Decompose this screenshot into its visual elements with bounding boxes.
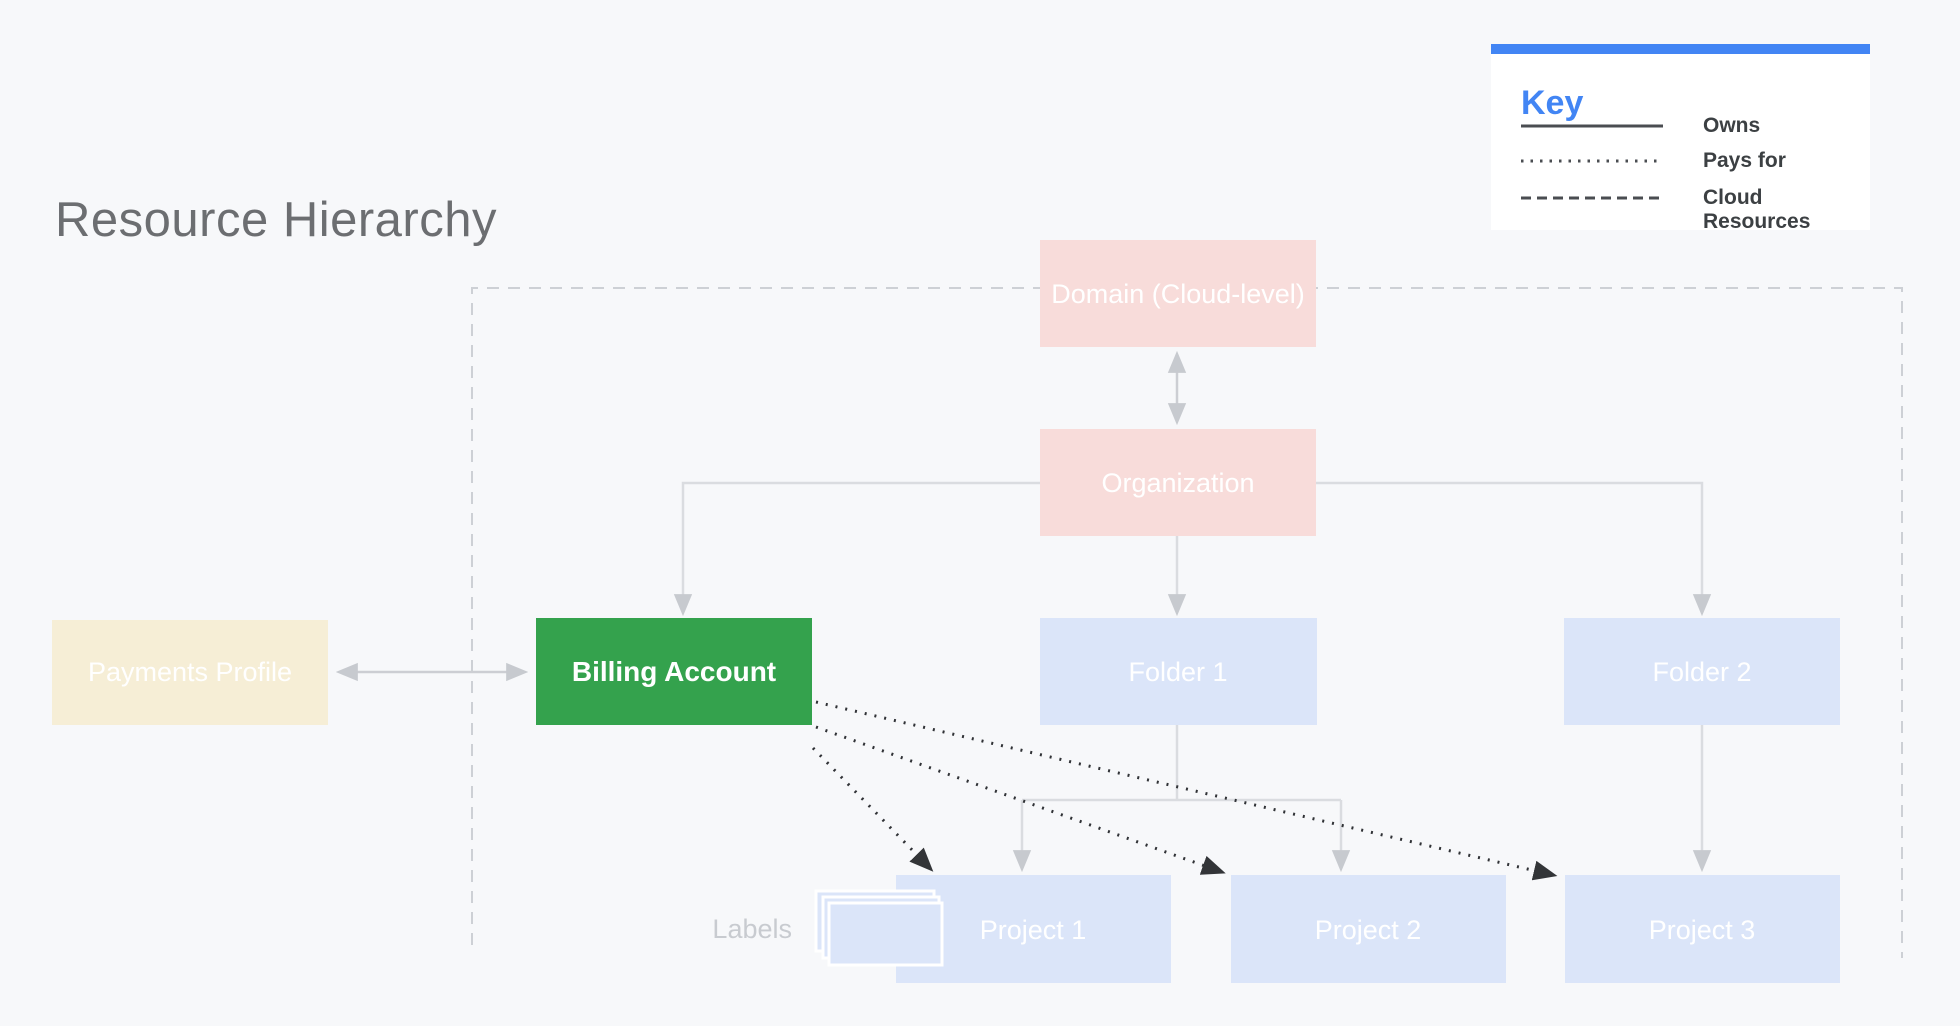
legend-label-cloud-resources: Cloud Resources	[1703, 186, 1811, 233]
node-billing-account-label: Billing Account	[572, 656, 776, 687]
edge-billing-pays-for-project-1	[811, 746, 934, 872]
legend-label-pays-for: Pays for	[1703, 149, 1786, 172]
legend-accent-bar	[1491, 44, 1870, 54]
node-folder-1-label: Folder 1	[1128, 657, 1227, 687]
node-payments-profile-label: Payments Profile	[88, 657, 292, 687]
node-folder-1: Folder 1	[1040, 618, 1317, 725]
node-project-2: Project 2	[1231, 875, 1506, 983]
legend-panel: Key Owns Pays for Cloud Resources	[1491, 44, 1870, 233]
node-organization-label: Organization	[1101, 468, 1254, 498]
node-domain: Domain (Cloud-level)	[1040, 240, 1316, 347]
legend-dashed-line-icon	[1521, 196, 1663, 200]
node-project-1-label: Project 1	[980, 915, 1087, 945]
legend-body: Key Owns Pays for Cloud Resources	[1491, 54, 1870, 233]
page-title: Resource Hierarchy	[55, 193, 497, 247]
node-folder-2: Folder 2	[1564, 618, 1840, 725]
labels-cards-icon	[814, 889, 944, 967]
labels-caption: Labels	[712, 914, 792, 944]
node-folder-2-label: Folder 2	[1652, 657, 1751, 687]
legend-label-owns: Owns	[1703, 114, 1761, 137]
node-organization: Organization	[1040, 429, 1316, 536]
edge-billing-pays-for-project-2	[815, 725, 1226, 875]
edge-organization-to-billing-account	[673, 481, 1040, 617]
node-domain-label: Domain (Cloud-level)	[1051, 279, 1305, 309]
node-payments-profile: Payments Profile	[52, 620, 328, 725]
edge-organization-to-folder-2	[1315, 481, 1712, 617]
legend-dotted-line-icon	[1521, 159, 1663, 163]
legend-solid-line-icon	[1521, 124, 1663, 128]
node-project-3-label: Project 3	[1649, 915, 1756, 945]
node-project-2-label: Project 2	[1315, 915, 1422, 945]
node-billing-account: Billing Account	[536, 618, 812, 725]
node-project-3: Project 3	[1565, 875, 1840, 983]
legend-title: Key	[1521, 84, 1584, 122]
